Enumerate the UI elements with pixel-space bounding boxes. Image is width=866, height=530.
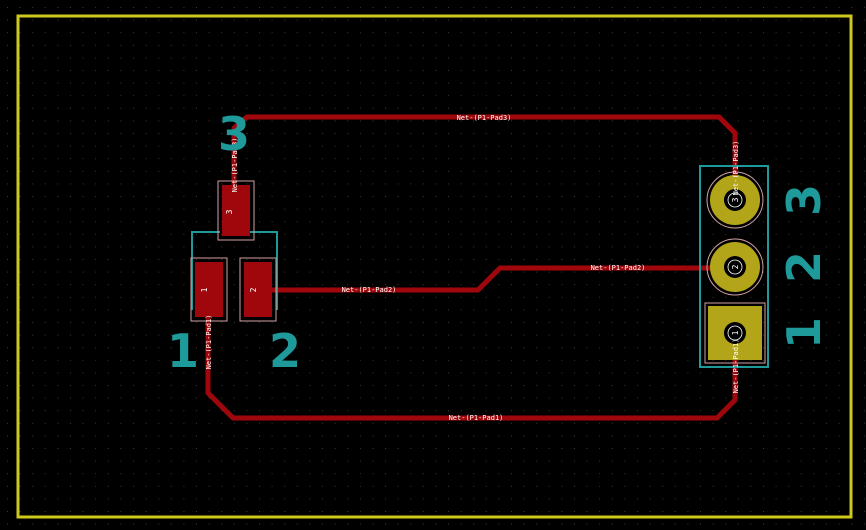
net-label-pad2-smd: Net-(P1-Pad2) — [342, 286, 397, 294]
board-outline — [16, 14, 853, 519]
net-label-pad1-vertical: Net-(P1-Pad1) — [205, 315, 213, 370]
silk-hdr-2: 2 — [777, 251, 831, 283]
trace-pad3[interactable] — [231, 114, 738, 193]
smd-pad-1-label: 1 — [200, 287, 209, 292]
net-label-pad2-trace: Net-(P1-Pad2) — [591, 264, 646, 272]
smd-courtyard-right — [249, 231, 278, 310]
smd-pad-2-label: 2 — [249, 287, 258, 292]
trace-pad2[interactable] — [255, 265, 738, 293]
smd-pad-1[interactable]: 1 — [190, 257, 228, 322]
header-pad-2-label: 2 — [731, 264, 740, 269]
header-pad-3-label: 3 — [731, 197, 740, 202]
net-label-pad3-trace: Net-(P1-Pad3) — [457, 114, 512, 122]
smd-courtyard-left — [191, 231, 220, 310]
traces — [205, 114, 738, 421]
header-pad-1-label: 1 — [731, 330, 740, 335]
smd-pad-2[interactable]: 2 — [239, 257, 277, 322]
trace-pad1[interactable] — [205, 289, 738, 421]
grid-dots — [7, 7, 865, 525]
smd-pad-3[interactable]: 3 — [217, 180, 255, 241]
header-pad-3[interactable]: 3 — [706, 171, 764, 229]
net-label-pad1-trace: Net-(P1-Pad1) — [449, 414, 504, 422]
silk-smd-3: 3 — [218, 107, 250, 161]
net-label-hdr3-vertical: Net-(P1-Pad3) — [732, 141, 740, 196]
silk-smd-1: 1 — [167, 324, 199, 378]
net-label-pad3-vertical: Net-(P1-Pad3) — [231, 138, 239, 193]
silk-smd-2: 2 — [269, 324, 301, 378]
header-pad-1[interactable]: 1 — [704, 302, 766, 364]
header-pad-2[interactable]: 2 — [706, 238, 764, 296]
silk-hdr-3: 3 — [777, 184, 831, 216]
silk-hdr-1: 1 — [777, 317, 831, 349]
net-label-hdr1-vertical: Net-(P1-Pad1) — [732, 339, 740, 394]
header-courtyard — [699, 165, 769, 368]
smd-pad-3-label: 3 — [225, 209, 234, 214]
